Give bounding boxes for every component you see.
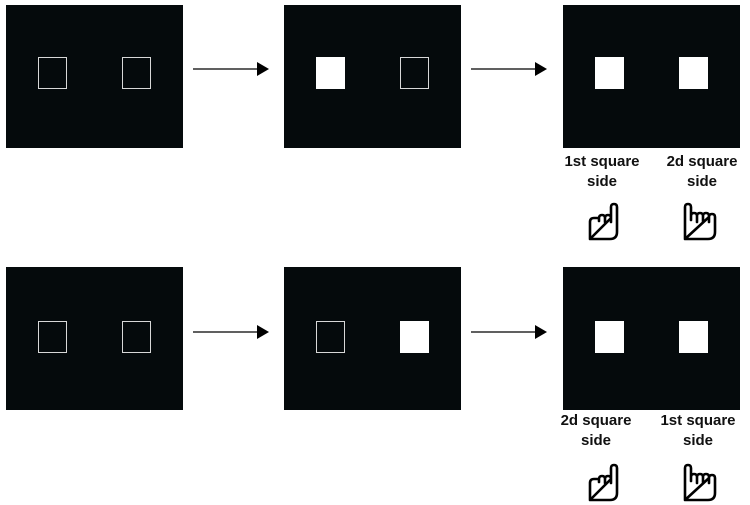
bottom-screen-3 (563, 267, 740, 410)
bottom-arrow-2 (471, 325, 547, 339)
pointing-hand-index-icon (588, 463, 619, 502)
top-label-left-line1: 1st square (564, 153, 640, 170)
top-label-right: 2d square side (652, 152, 750, 192)
bottom-label-left: 2d square side (546, 411, 646, 451)
left-square-filled (595, 321, 624, 353)
right-square-empty (122, 321, 151, 353)
pointing-hand-two-fingers-icon (683, 463, 717, 502)
bottom-arrow-1 (193, 325, 269, 339)
top-arrow-2 (471, 62, 547, 76)
bottom-label-right-line1: 1st square (660, 412, 736, 429)
right-square-filled (679, 57, 708, 89)
bottom-label-left-line1: 2d square (560, 412, 632, 429)
top-screen-3 (563, 5, 740, 148)
bottom-screen-2 (284, 267, 461, 410)
top-label-left: 1st square side (552, 152, 652, 192)
bottom-screen-1 (6, 267, 183, 410)
left-square-empty (38, 321, 67, 353)
left-square-empty (316, 321, 345, 353)
top-arrow-1 (193, 62, 269, 76)
bottom-label-right: 1st square side (648, 411, 748, 451)
left-square-filled (595, 57, 624, 89)
top-label-right-line2: side (686, 173, 717, 190)
left-square-empty (38, 57, 67, 89)
right-square-empty (400, 57, 429, 89)
right-square-filled (400, 321, 429, 353)
pointing-hand-index-icon (588, 202, 619, 241)
right-square-filled (679, 321, 708, 353)
bottom-label-left-line2: side (580, 432, 611, 449)
top-screen-1 (6, 5, 183, 148)
bottom-label-right-line2: side (682, 432, 713, 449)
top-label-right-line1: 2d square (666, 153, 738, 170)
pointing-hand-two-fingers-icon (683, 202, 717, 241)
top-screen-2 (284, 5, 461, 148)
top-label-left-line2: side (586, 173, 617, 190)
right-square-empty (122, 57, 151, 89)
left-square-filled (316, 57, 345, 89)
